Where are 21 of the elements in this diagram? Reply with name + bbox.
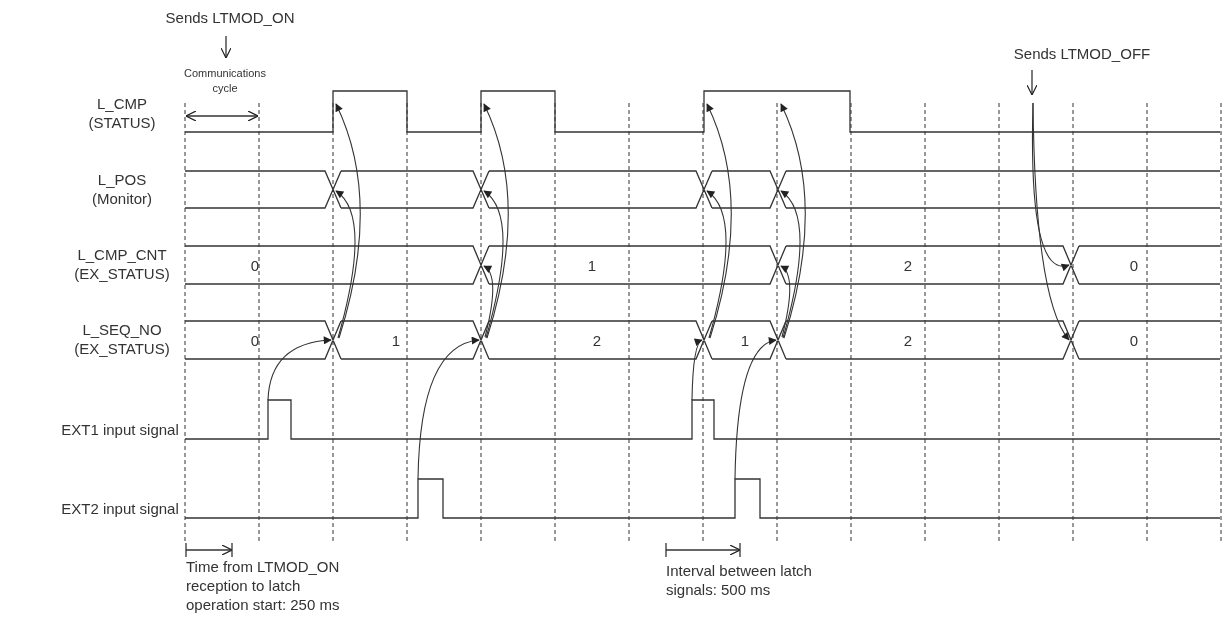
signal-value: 1: [391, 332, 401, 349]
signal-name: L_POS (Monitor): [92, 171, 152, 207]
signal-value: 1: [740, 332, 750, 349]
signal-name: EXT1 input signal: [61, 421, 179, 438]
signal-value: 0: [250, 332, 260, 349]
signal-name: L_SEQ_NO (EX_STATUS): [74, 321, 170, 357]
callout-text: Sends LTMOD_OFF: [1013, 45, 1151, 62]
note-text: Interval between latch signals: 500 ms: [666, 562, 812, 598]
signal-name: EXT2 input signal: [61, 500, 179, 517]
callout-text: Communications cycle: [184, 67, 266, 94]
signal-name: L_CMP_CNT (EX_STATUS): [74, 246, 170, 282]
signal-value: 2: [903, 257, 913, 274]
signal-value: 0: [250, 257, 260, 274]
signal-name: L_CMP (STATUS): [88, 95, 156, 131]
signal-value: 1: [587, 257, 597, 274]
signal-value: 2: [903, 332, 913, 349]
callout-text: Sends LTMOD_ON: [165, 9, 295, 26]
signal-value: 0: [1129, 257, 1139, 274]
signal-value: 0: [1129, 332, 1139, 349]
signal-value: 2: [592, 332, 602, 349]
note-text: Time from LTMOD_ON reception to latch operation start: 250 ms: [186, 558, 340, 613]
